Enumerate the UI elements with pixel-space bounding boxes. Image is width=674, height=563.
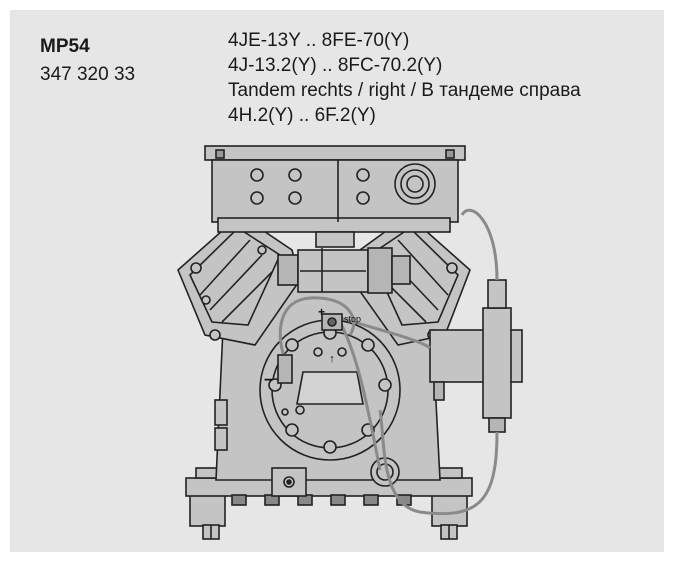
oil-pump-flange: [259, 319, 401, 461]
variant-line-4: 4H.2(Y) .. 6F.2(Y): [228, 105, 376, 126]
variant-line-3: Tandem rechts / right / В тандеме справа: [228, 80, 581, 101]
direction-arrow: ↑: [329, 353, 335, 365]
minus-label: −: [264, 372, 273, 389]
terminal-box: [204, 145, 466, 248]
stop-label: stop: [344, 314, 361, 324]
lower-fittings: [271, 457, 400, 497]
plus-label: +: [318, 305, 325, 319]
capillary-pipes: [278, 208, 499, 516]
variant-line-1: 4JE-13Y .. 8FE-70(Y): [228, 30, 410, 51]
variant-line-2: 4J-13.2(Y) .. 8FC-70.2(Y): [228, 55, 443, 76]
pressure-sensor-fittings: [277, 313, 343, 384]
part-number: 347 320 33: [40, 64, 136, 85]
oil-monitoring-device: [429, 279, 523, 433]
compressor-variants-list: 4JE-13Y .. 8FE-70(Y) 4J-13.2(Y) .. 8FC-7…: [228, 28, 581, 128]
central-fitting: [277, 247, 411, 294]
model-title: MP54: [40, 36, 90, 57]
